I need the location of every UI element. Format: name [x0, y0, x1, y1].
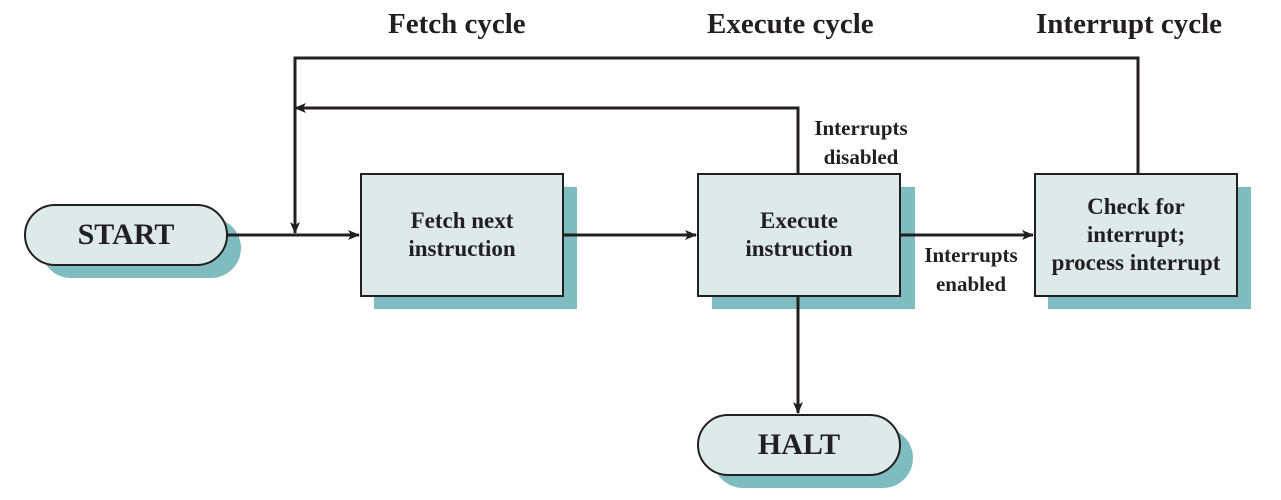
execute-cycle-heading: Execute cycle	[707, 8, 874, 40]
start-node-label: START	[77, 218, 175, 251]
halt-node-label: HALT	[757, 428, 841, 461]
interrupt-cycle-heading: Interrupt cycle	[1036, 8, 1223, 40]
check-interrupt-label: Check for interrupt; process interrupt	[1051, 194, 1221, 275]
check-interrupt-box: Check for interrupt; process interrupt	[1034, 173, 1238, 297]
interrupt-return-loop-arrow	[290, 56, 1140, 234]
execute-instruction-label: Execute instruction	[745, 208, 853, 261]
fetch-instruction-label: Fetch next instruction	[408, 208, 516, 261]
start-node: START	[24, 204, 228, 266]
execute-instruction-box: Execute instruction	[697, 173, 901, 297]
fetch-instruction-box: Fetch next instruction	[360, 173, 564, 297]
interrupts-enabled-label: Interrupts enabled	[924, 243, 1018, 296]
interrupts-disabled-loop-arrow	[294, 103, 800, 174]
interrupts-disabled-label: Interrupts disabled	[814, 116, 908, 169]
halt-node: HALT	[697, 414, 901, 476]
fetch-cycle-heading: Fetch cycle	[388, 8, 526, 40]
